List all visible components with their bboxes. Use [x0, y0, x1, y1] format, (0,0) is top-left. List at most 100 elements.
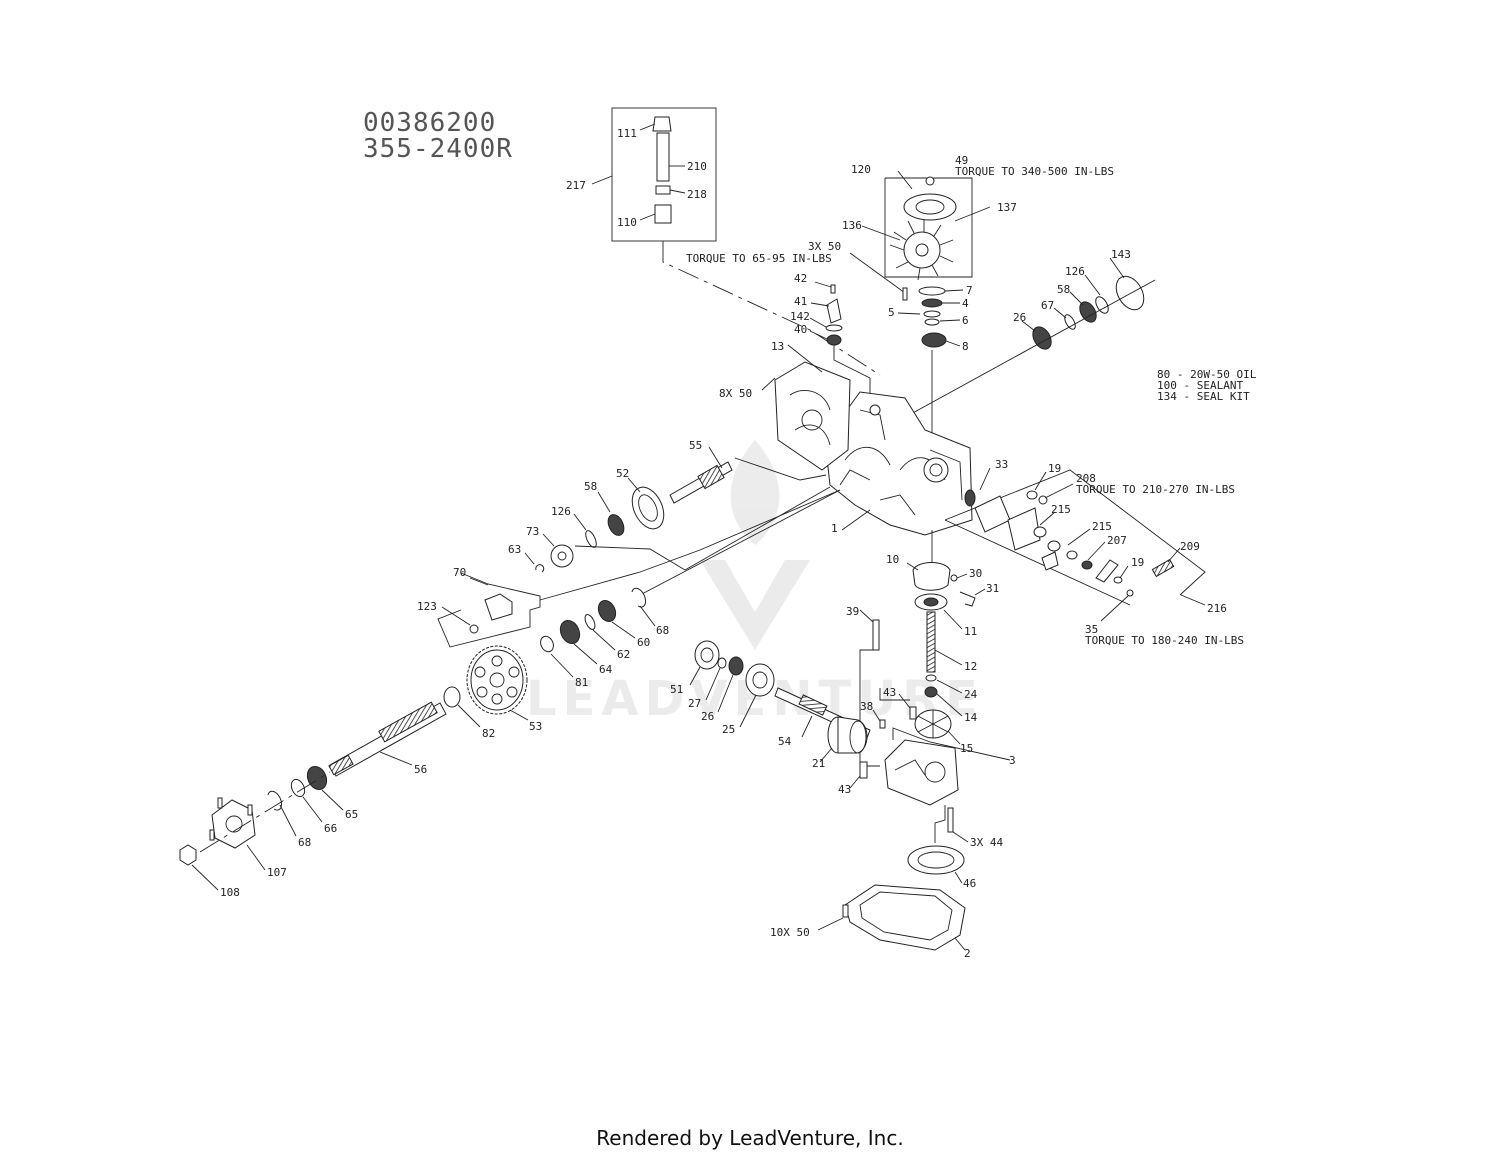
cover-143[interactable] [1111, 271, 1150, 314]
brake-arm-208[interactable] [1007, 507, 1041, 551]
ring-7[interactable] [918, 286, 946, 296]
callout-13: 13 [771, 340, 784, 353]
lever-207[interactable] [1095, 559, 1119, 583]
washer-19-low[interactable] [1113, 576, 1123, 584]
washer-142[interactable] [825, 324, 843, 332]
bearing-14[interactable] [924, 686, 938, 698]
nut-49[interactable] [925, 176, 935, 186]
callout-40: 40 [794, 323, 807, 336]
bearing-26-top[interactable] [1029, 324, 1055, 353]
spacer-82[interactable] [443, 686, 461, 708]
callout-136: 136 [842, 219, 862, 232]
clip-63[interactable] [535, 564, 545, 573]
callout-41: 41 [794, 295, 807, 308]
spacer-215-b[interactable] [1047, 540, 1061, 552]
final-gear-53[interactable] [466, 645, 528, 715]
pulley-120[interactable] [903, 193, 957, 221]
clip-67[interactable] [1063, 313, 1078, 331]
washer-81[interactable] [538, 634, 556, 654]
key-5[interactable] [923, 310, 941, 318]
bolt-10x50[interactable] [842, 904, 849, 918]
seal-40[interactable] [826, 334, 842, 346]
washer-24[interactable] [925, 674, 937, 682]
gear-25[interactable] [745, 663, 775, 697]
spacer-215-a[interactable] [1033, 526, 1047, 538]
callout-1: 1 [831, 522, 838, 535]
washer-66[interactable] [289, 777, 307, 798]
bearing-60[interactable] [595, 598, 619, 625]
part-218[interactable] [655, 185, 671, 195]
callout-64: 64 [599, 663, 613, 676]
brake-plate-33[interactable] [974, 495, 1011, 533]
ring-gear-46[interactable] [907, 845, 965, 875]
bushing-33[interactable] [964, 489, 976, 507]
oil-pan-2[interactable] [844, 884, 966, 951]
clip-68-low[interactable] [267, 790, 283, 811]
callout-67: 67 [1041, 299, 1054, 312]
callout-207: 207 [1107, 534, 1127, 547]
plug-38[interactable] [879, 719, 886, 729]
key-31[interactable] [959, 591, 976, 607]
worm-shaft-12[interactable] [926, 611, 936, 673]
part-111[interactable] [652, 116, 672, 132]
bearing-64[interactable] [557, 617, 583, 646]
arm-41[interactable] [826, 298, 842, 324]
hub-107[interactable] [209, 797, 256, 849]
screw-123[interactable] [469, 624, 479, 634]
nut-108[interactable] [179, 844, 197, 866]
screw-42[interactable] [830, 284, 836, 294]
gear-15[interactable] [914, 709, 952, 739]
ring-126-top[interactable] [1093, 295, 1111, 316]
part-210[interactable] [656, 132, 670, 182]
callout-25: 25 [722, 723, 735, 736]
callout-110: 110 [617, 216, 637, 229]
bearing-58-top[interactable] [1076, 299, 1099, 325]
washer-6[interactable] [924, 318, 940, 326]
pin-43-top[interactable] [909, 706, 917, 720]
washer-19-top[interactable] [1026, 490, 1038, 500]
washer-215[interactable] [1066, 550, 1078, 560]
bearing-65[interactable] [304, 763, 330, 792]
drum-21[interactable] [827, 716, 868, 754]
bearing-8[interactable] [921, 332, 947, 348]
kit-70-box: 70 123 [417, 566, 541, 648]
shift-fork-70[interactable] [484, 593, 513, 621]
lower-housing-3[interactable] [884, 739, 959, 806]
washer-27[interactable] [717, 657, 727, 669]
bearing-58-mid[interactable] [605, 512, 627, 538]
bevel-gear-52[interactable] [626, 482, 670, 534]
washer-4[interactable] [921, 298, 943, 308]
ring-126-mid[interactable] [584, 529, 599, 549]
callout-30: 30 [969, 567, 982, 580]
callout-27: 27 [688, 697, 701, 710]
bushing-207[interactable] [1081, 560, 1093, 570]
spring-209[interactable] [1151, 558, 1175, 578]
cover-13[interactable] [774, 361, 851, 471]
callout-19-top: 19 [1048, 462, 1061, 475]
clip-68-top[interactable] [631, 587, 647, 608]
nut-35[interactable] [1126, 589, 1134, 597]
dipstick-39[interactable] [872, 619, 880, 651]
bolt-3x50[interactable] [902, 287, 908, 301]
shift-collar-10[interactable] [912, 562, 951, 591]
fan-136[interactable] [889, 220, 954, 281]
bearing-26-mid[interactable] [728, 656, 744, 676]
part-110[interactable] [654, 204, 672, 224]
callout-10: 10 [886, 553, 899, 566]
callout-43-top: 43 [883, 686, 896, 699]
flame-icon [730, 440, 780, 545]
pin-43-low[interactable] [859, 761, 868, 779]
gear-73[interactable] [550, 544, 574, 568]
gear-11[interactable] [914, 593, 948, 611]
note-oil: 80 - 20W-50 OIL [1157, 368, 1257, 381]
pad-215[interactable] [1041, 551, 1059, 571]
bolt-3x44[interactable] [947, 807, 954, 833]
callout-54: 54 [778, 735, 792, 748]
housing-1[interactable] [824, 391, 973, 536]
callout-56: 56 [414, 763, 427, 776]
ring-62[interactable] [583, 613, 597, 631]
gear-51[interactable] [694, 640, 720, 670]
callout-217: 217 [566, 179, 586, 192]
pin-30[interactable] [950, 574, 958, 582]
